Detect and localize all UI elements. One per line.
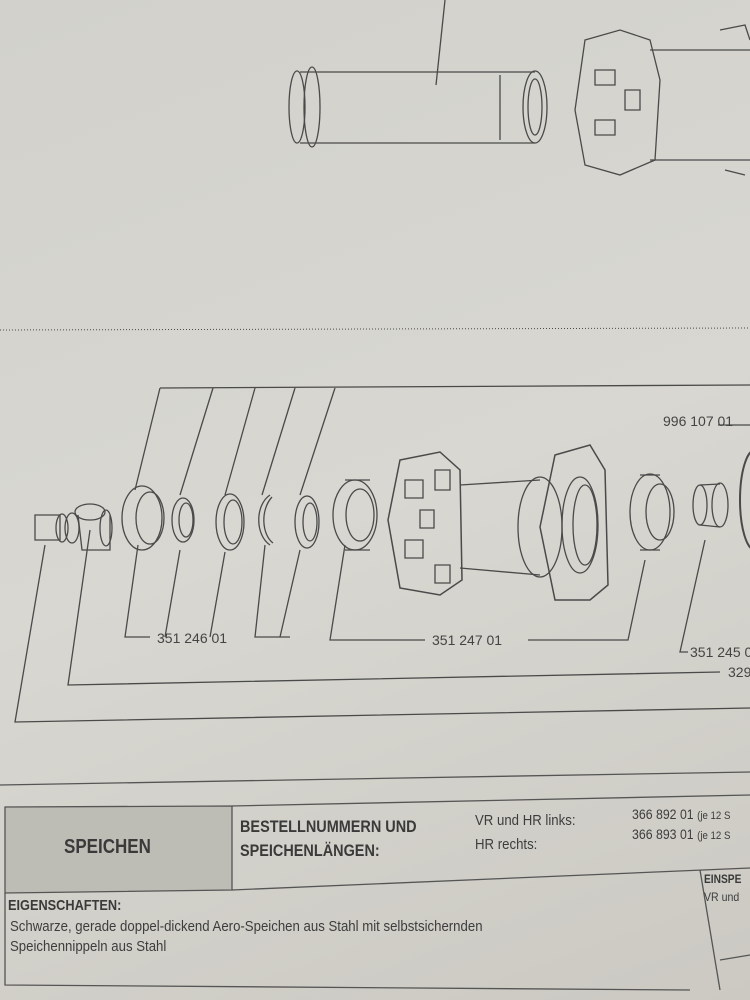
side-heading: EINSPE <box>704 872 742 886</box>
part-number-351-247-01: 351 247 01 <box>432 632 503 648</box>
properties-line1: Schwarze, gerade doppel-dickend Aero-Spe… <box>10 918 483 935</box>
properties-heading: EIGENSCHAFTEN: <box>8 897 122 914</box>
table-frame <box>0 771 750 991</box>
row-value-right: 366 893 01 (je 12 S <box>632 826 730 842</box>
top-axle-drawing <box>288 0 750 176</box>
properties-line2: Speichennippeln aus Stahl <box>10 938 167 955</box>
order-number: 366 892 01 <box>632 806 694 822</box>
side-text: VR und <box>704 890 740 904</box>
section-title: SPEICHEN <box>64 836 151 858</box>
row-label-left: VR und HR links: <box>475 812 576 829</box>
hub-parts <box>34 444 750 601</box>
divider <box>0 327 750 331</box>
part-number-329: 329 <box>728 664 750 680</box>
order-note: (je 12 S <box>697 830 731 842</box>
order-heading-line2: SPEICHENLÄNGEN: <box>240 841 380 860</box>
order-note: (je 12 S <box>697 810 731 822</box>
order-number: 366 893 01 <box>632 826 694 842</box>
part-number-351-245-01: 351 245 01 <box>690 644 750 660</box>
leader-lines <box>14 384 750 723</box>
part-number-996-107-01: 996 107 01 <box>663 413 734 429</box>
order-heading-line1: BESTELLNUMMERN UND <box>240 817 417 836</box>
row-label-right: HR rechts: <box>475 836 538 853</box>
row-value-left: 366 892 01 (je 12 S <box>632 806 730 822</box>
part-number-351-246-01: 351 246 01 <box>157 630 228 646</box>
